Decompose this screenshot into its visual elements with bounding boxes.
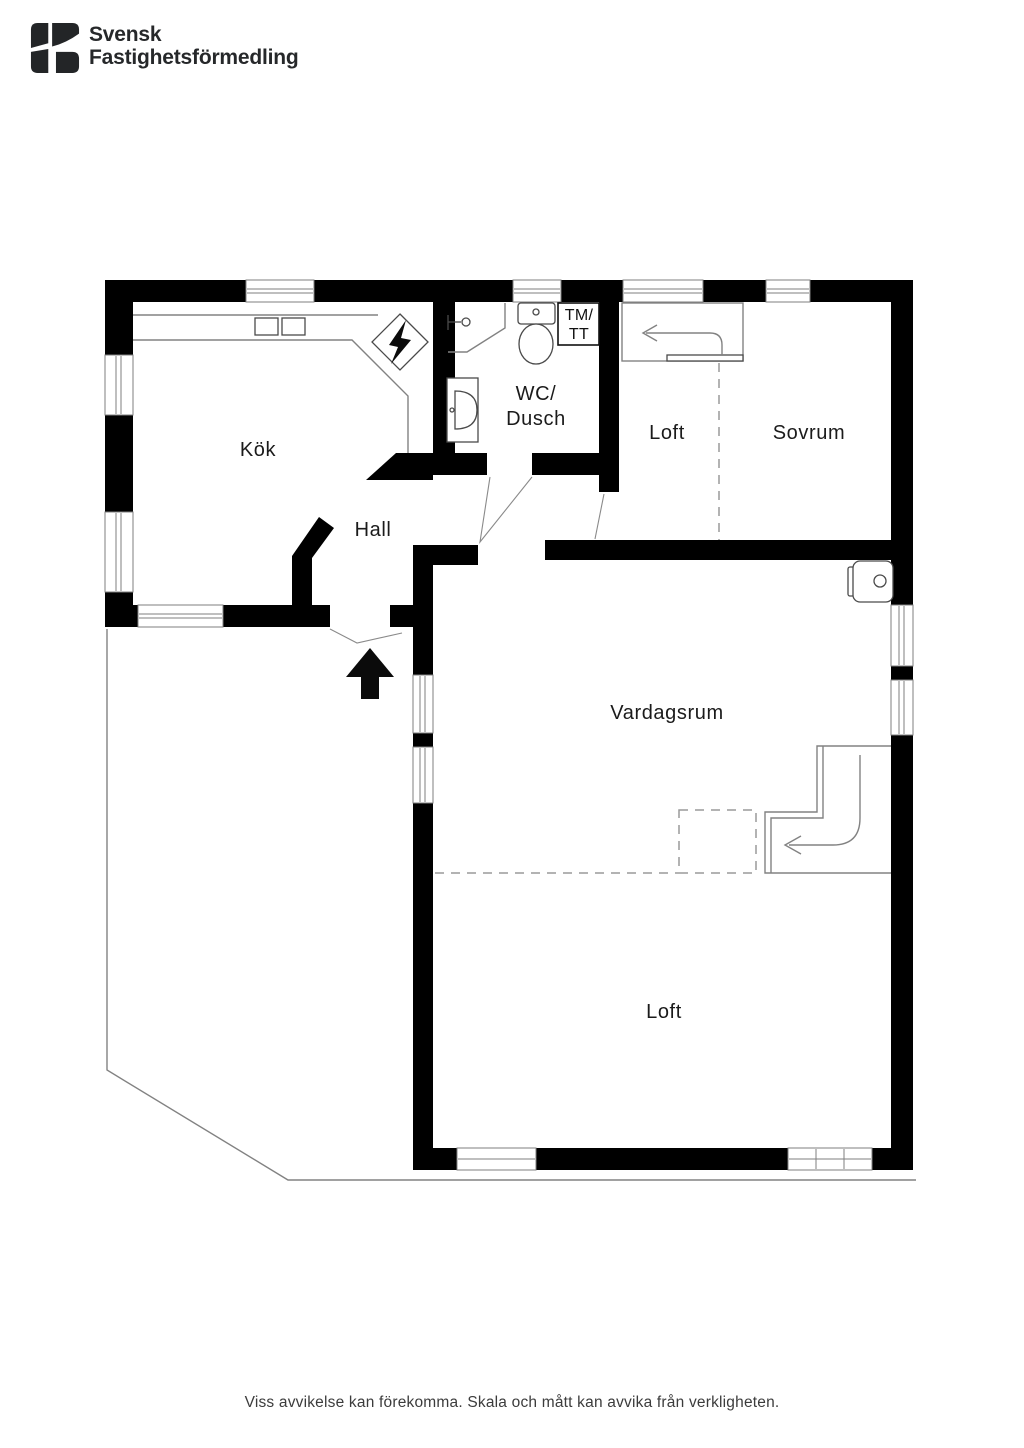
washbasin-icon [446,377,479,443]
window [412,746,434,804]
terrace-outline [106,629,916,1181]
window [890,604,914,667]
door-openings [330,453,532,627]
window [104,511,134,593]
room-label-sovrum: Sovrum [773,422,846,444]
wood-stove-icon [847,560,894,603]
stair-tread [666,354,744,362]
brand-logo: Svensk Fastighetsförmedling [30,22,299,74]
stairs-upper [621,302,744,362]
windows [104,279,914,1171]
window [890,679,914,736]
window [622,279,704,303]
stairs-left-arrow-icon [646,332,723,355]
label-tmtt-line2: TT [569,326,589,343]
hob-square [281,317,306,336]
room-label-wc-line2: Dusch [506,408,566,430]
kitchen-counter [133,314,409,453]
brand-line1: Svensk [89,23,162,46]
shower-enclosure [448,303,506,353]
label-tmtt-line1: TM/ [565,307,594,324]
entrance-door-swing [329,628,403,644]
room-label-hall: Hall [355,519,392,541]
room-label-wc-line1: WC/ [516,383,557,405]
stove-lightning-diamond-icon [371,313,429,371]
window [412,674,434,734]
room-label-loft-upper: Loft [649,422,685,444]
loft-opening-dashed [678,809,757,874]
window [137,604,224,628]
room-label-vardagsrum: Vardagsrum [610,702,723,724]
room-label-kok: Kök [240,439,277,461]
door-swings [329,476,605,644]
stairs-left-arrow-icon [789,755,861,846]
room-label-loft-lower: Loft [646,1001,682,1023]
window [512,279,562,303]
window [456,1147,537,1171]
loft-divider-dashed [435,363,757,874]
disclaimer-text: Viss avvikelse kan förekomma. Skala och … [244,1394,780,1411]
shower-head-icon [447,315,471,330]
entrance-up-arrow-icon [346,648,394,699]
window [245,279,315,303]
toilet-icon [517,302,556,365]
hall-door-swing [594,493,605,540]
stairs-lower [764,745,891,874]
window [765,279,811,303]
brand-line2: Fastighetsförmedling [89,46,299,69]
room-labels: Kök WC/ Dusch TM/ TT Loft Sovrum Hall Va… [240,307,845,1023]
brand-wordmark: Svensk Fastighetsförmedling [89,22,299,69]
svensk-fastighetsformedling-logo-icon [30,23,80,73]
wc-door-swing [479,476,533,544]
window [787,1147,873,1171]
washer-dryer-box [557,302,600,346]
window [104,354,134,416]
hob-square [254,317,279,336]
